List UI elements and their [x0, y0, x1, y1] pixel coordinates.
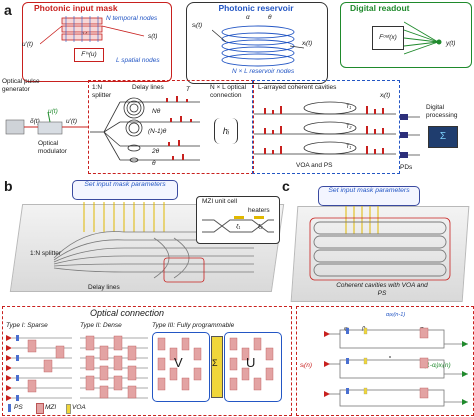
delay-label-1: (N-1)θ [148, 128, 167, 135]
type1-label: Type I: Sparse [6, 322, 48, 329]
pds-label: PDs [400, 164, 413, 171]
type2-label: Type II: Dense [80, 322, 122, 329]
digital-processing-box: Σ [428, 126, 458, 148]
type3-u-label: U [246, 355, 256, 370]
readout-y-label: y(t) [446, 40, 456, 47]
type2-dense-graphic [80, 335, 148, 399]
panel-b-label: b [4, 178, 13, 194]
reservoir-theta-label: θ [268, 14, 272, 21]
type3-label: Type III: Fully programmable [152, 322, 235, 329]
optical-connection-label: N × L optical connection [210, 84, 247, 99]
panel-b-splitter-label: 1:N splitter [30, 250, 62, 257]
panel-b-mask-card: Set input mask parameters [72, 180, 178, 200]
panel-b-waveguides-graphic [53, 202, 254, 283]
mask-u-prime-label: u'(t) [22, 41, 33, 48]
h-matrix-label: hᵢ [222, 126, 230, 136]
sigma-icon: Σ [439, 131, 447, 142]
legend-voa-swatch [66, 404, 71, 414]
splitter-label: 1:N splitter [92, 84, 112, 99]
panel-c-rings-graphic [309, 206, 451, 281]
delay-label-2: 2θ [152, 148, 160, 155]
type3-v-label: V [174, 355, 183, 370]
delay-label-3: θ [152, 160, 156, 167]
input-mask-title: Photonic input mask [34, 3, 118, 13]
feedback-label: αᵢxᵢ(n-1) [386, 312, 406, 318]
l-spatial-label: L spatial nodes [116, 57, 160, 64]
readout-box [340, 2, 472, 68]
legend-ps-label: PS [14, 404, 23, 411]
x-out-label: xᵢ(t) [380, 92, 391, 99]
u-prime-t-label: u'(t) [66, 118, 77, 125]
cavity-input-label: sᵢ(n) [300, 362, 313, 369]
cavities-region [252, 80, 400, 174]
delay-lines-label: Delay lines [132, 84, 164, 91]
pulse-generator-label: Optical pulse generator [2, 78, 40, 93]
type1-sparse-graphic [6, 335, 72, 401]
reservoir-nodes-label: N × L reservoir nodes [232, 68, 295, 75]
digital-processing-label: Digital processing [426, 104, 458, 119]
reservoir-s-label: sᵢ(t) [192, 22, 203, 29]
tau-1-label: T₁ [346, 104, 352, 110]
xi1-label: ξ₁ [236, 224, 241, 230]
panel-c-label: c [282, 178, 290, 194]
voa-ps-label: VOA and PS [296, 162, 333, 169]
n-temporal-label: N temporal nodes [106, 15, 158, 22]
f-in-box: Fⁱⁿ(u) [74, 48, 104, 62]
readout-title: Digital readout [350, 3, 410, 13]
panel-c-mask-card: Set input mask parameters [318, 186, 420, 206]
delay-label-0: Nθ [152, 108, 161, 115]
reservoir-box [186, 2, 328, 84]
legend-ps-swatch [8, 404, 11, 412]
type3-graphic [157, 337, 274, 391]
panel-c-mask-label: Set input mask parameters [328, 187, 410, 194]
heaters-label: heaters [248, 207, 270, 214]
splitter-region [88, 80, 254, 174]
reservoir-x-label: xᵢ(t) [302, 40, 313, 47]
panel-a-label: a [4, 2, 12, 18]
tau-label: T [186, 86, 190, 93]
tau-2-label: T₂ [346, 124, 352, 130]
mzi-unit-graphic [202, 216, 274, 233]
f-in-label: Fⁱⁿ(u) [81, 51, 97, 58]
cavities-label: L-arrayed coherent cavities [258, 84, 337, 91]
reservoir-alpha-label: α [246, 14, 250, 21]
type3-v-box [152, 332, 210, 402]
type3-sigma-label: Σ [212, 358, 218, 368]
mzi-unit-label: MZI unit cell [202, 198, 238, 205]
tau-3-label: T₁ [346, 144, 352, 150]
readout-fan-graphic [404, 21, 442, 55]
xi2-label: ξ₂ [258, 224, 263, 230]
splitter-delay-graphic [90, 96, 200, 163]
reservoir-title: Photonic reservoir [218, 3, 294, 13]
type3-u-box [224, 332, 282, 402]
u-t-label: u(t) [48, 108, 58, 115]
reservoir-rings-graphic [212, 25, 304, 67]
cavity-output-label: (1-αᵢ)xᵢ(n) [424, 362, 451, 369]
legend-mzi-swatch [36, 403, 44, 414]
cavities-graphic [254, 101, 396, 155]
input-mask-box [22, 2, 172, 82]
delta-t-label: δ(t) [30, 118, 40, 125]
optical-connection-region [2, 306, 292, 416]
h-matrix: hᵢ [214, 118, 238, 144]
panel-b-mask-label: Set input mask parameters [84, 181, 166, 188]
mask-s-label: s(t) [148, 33, 158, 40]
legend-voa-label: VOA [72, 404, 86, 411]
panel-b-delay-label: Delay lines [88, 284, 120, 291]
cavity-detail-graphic [324, 327, 468, 407]
pd-array-graphic [400, 114, 420, 158]
type3-sigma-box [211, 336, 223, 398]
optical-modulator-label: Optical modulator [38, 140, 67, 155]
legend-mzi-label: MZI [45, 404, 57, 411]
modulator-graphic [5, 112, 88, 135]
optical-connection-title: Optical connection [90, 308, 165, 318]
f-out-box: Fᵒᵘᵗ(x) [372, 26, 404, 50]
f-out-label: Fᵒᵘᵗ(x) [379, 34, 397, 41]
panel-c-caption: Coherent cavities with VOA and PS [336, 282, 428, 297]
mask-matrix-graphic [40, 16, 145, 45]
